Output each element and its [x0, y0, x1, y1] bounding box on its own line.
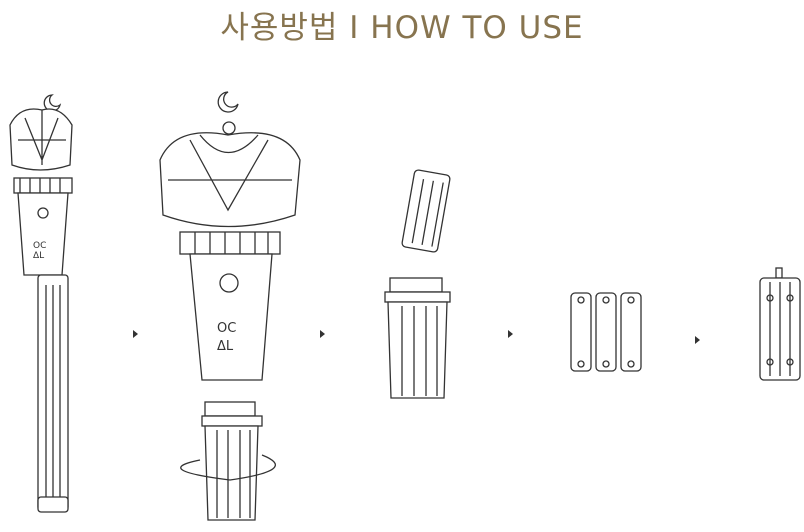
- svg-text:OC: OC: [33, 241, 46, 251]
- arrow-icon: [133, 330, 138, 338]
- step-1-lightstick-icon: OC ΔL: [9, 94, 73, 513]
- step-2-unscrew-icon: OC ΔL: [159, 91, 301, 521]
- step-5-loaded-holder-icon: [759, 267, 801, 381]
- page-title: 사용방법 I HOW TO USE: [220, 10, 584, 46]
- svg-text:ΔL: ΔL: [33, 251, 44, 261]
- svg-text:ΔL: ΔL: [217, 339, 234, 354]
- step-3-battery-holder-icon: [384, 169, 451, 399]
- arrow-icon: [695, 336, 700, 344]
- svg-text:OC: OC: [217, 321, 236, 336]
- step-4-batteries-icon: [570, 292, 642, 372]
- arrow-icon: [320, 330, 325, 338]
- arrow-icon: [508, 330, 513, 338]
